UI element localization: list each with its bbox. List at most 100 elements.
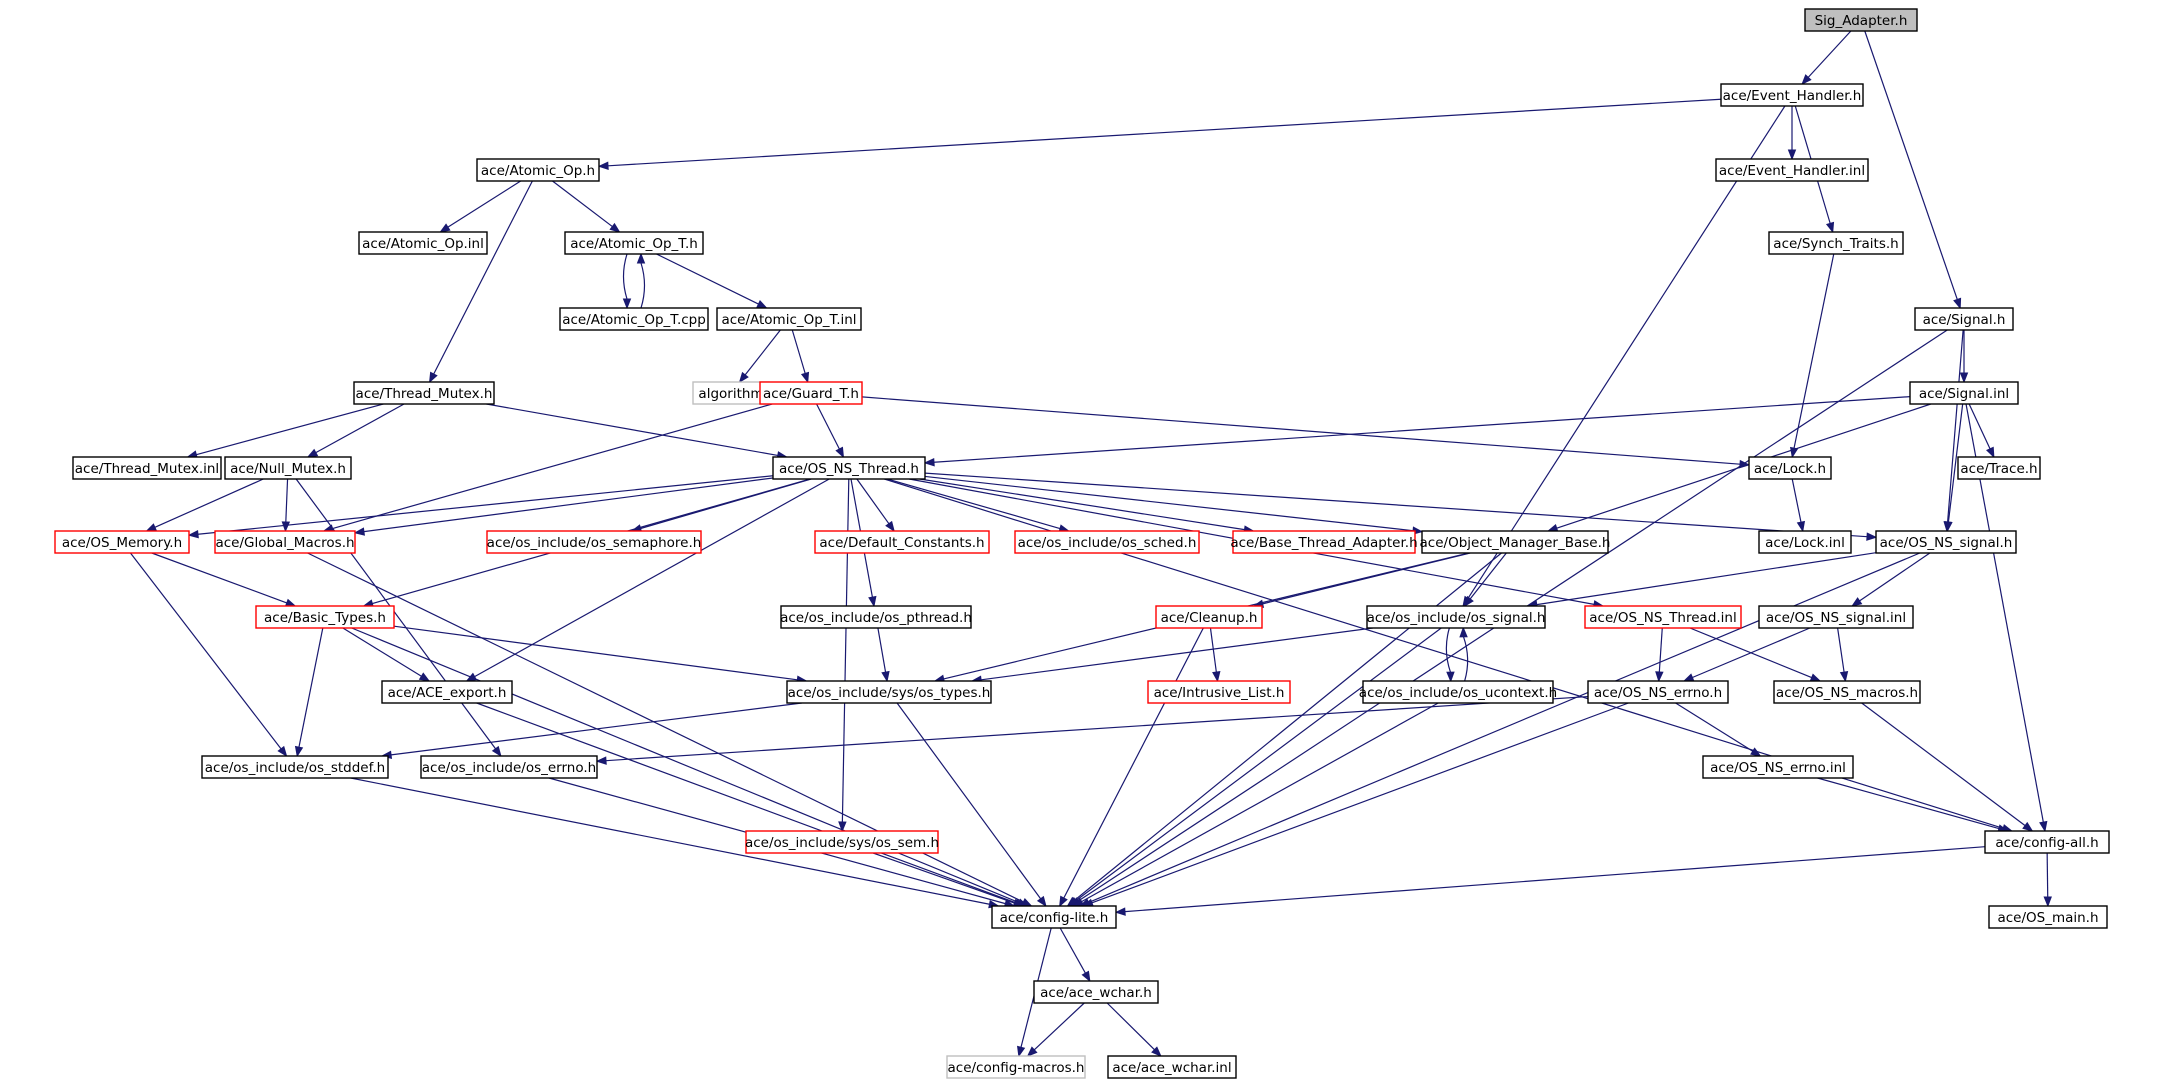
- arrowhead-os_ns_thread_h-to-os_sem: [838, 821, 847, 833]
- node-os_ns_macros[interactable]: ace/OS_NS_macros.h: [1773, 680, 1921, 704]
- edge-null_mutex-to-global_macros: [285, 478, 289, 523]
- node-label: ace/Default_Constants.h: [819, 535, 984, 551]
- node-os_sched[interactable]: ace/os_include/os_sched.h: [1014, 530, 1200, 554]
- node-sig_adapter[interactable]: Sig_Adapter.h: [1804, 8, 1918, 32]
- node-atomic_op_t_cpp[interactable]: ace/Atomic_Op_T.cpp: [559, 307, 709, 331]
- edge-os_ns_thread_h-to-base_thread_adapter: [919, 478, 1245, 531]
- node-atomic_op_inl[interactable]: ace/Atomic_Op.inl: [358, 231, 488, 255]
- edge-os_signal-to-os_ucontext: [1445, 628, 1452, 673]
- node-os_ns_errno_inl[interactable]: ace/OS_NS_errno.inl: [1702, 755, 1854, 779]
- node-os_ns_thread_inl[interactable]: ace/OS_NS_Thread.inl: [1584, 605, 1742, 629]
- node-box: [255, 605, 395, 629]
- node-label: ace/config-macros.h: [948, 1060, 1085, 1076]
- node-box: [201, 755, 389, 779]
- node-box: [759, 381, 863, 405]
- node-label: ace/config-lite.h: [1000, 910, 1109, 926]
- node-label: ace/Synch_Traits.h: [1773, 236, 1898, 252]
- edge-os_signal-to-config_lite: [1075, 627, 1442, 902]
- arrowhead-config_all-to-os_main: [2043, 896, 2052, 908]
- node-os_ns_signal_inl[interactable]: ace/OS_NS_signal.inl: [1758, 605, 1914, 629]
- node-label: ace/os_include/os_pthread.h: [780, 610, 972, 626]
- node-base_thread_adapter[interactable]: ace/Base_Thread_Adapter.h: [1230, 530, 1418, 554]
- node-null_mutex[interactable]: ace/Null_Mutex.h: [224, 456, 352, 480]
- node-thread_mutex_inl[interactable]: ace/Thread_Mutex.inl: [72, 456, 222, 480]
- node-label: ace/Event_Handler.h: [1723, 88, 1862, 104]
- node-cleanup_h[interactable]: ace/Cleanup.h: [1155, 605, 1263, 629]
- node-config_macros[interactable]: ace/config-macros.h: [946, 1055, 1086, 1079]
- node-box: [1155, 605, 1263, 629]
- node-box: [214, 530, 356, 554]
- edge-os_types-to-os_stddef: [390, 702, 802, 756]
- node-label: ace/Thread_Mutex.inl: [75, 461, 219, 477]
- edge-atomic_op_h-to-thread_mutex_h: [433, 180, 533, 375]
- node-os_main[interactable]: ace/OS_main.h: [1988, 905, 2108, 929]
- node-label: ace/os_include/os_semaphore.h: [487, 535, 702, 551]
- node-synch_traits[interactable]: ace/Synch_Traits.h: [1768, 231, 1904, 255]
- node-os_ns_thread_h[interactable]: ace/OS_NS_Thread.h: [772, 456, 926, 480]
- node-trace_h[interactable]: ace/Trace.h: [1957, 456, 2041, 480]
- node-os_sem[interactable]: ace/os_include/sys/os_sem.h: [745, 830, 939, 854]
- node-config_lite[interactable]: ace/config-lite.h: [991, 905, 1117, 929]
- edge-os_ucontext-to-os_signal: [1462, 636, 1469, 681]
- edge-ace_wchar_h-to-config_macros: [1033, 1002, 1085, 1051]
- node-signal_inl[interactable]: ace/Signal.inl: [1909, 381, 2019, 405]
- node-config_all[interactable]: ace/config-all.h: [1984, 830, 2110, 854]
- node-ace_export[interactable]: ace/ACE_export.h: [381, 680, 513, 704]
- node-label: ace/Null_Mutex.h: [230, 461, 346, 477]
- node-algorithm[interactable]: algorithm: [692, 381, 770, 405]
- edge-event_handler_h-to-atomic_op_h: [607, 98, 1722, 167]
- arrowhead-atomic_op_t_h-to-atomic_op_t_inl: [756, 300, 768, 309]
- node-intrusive_list[interactable]: ace/Intrusive_List.h: [1147, 680, 1291, 704]
- edge-thread_mutex_h-to-null_mutex: [315, 403, 405, 454]
- node-os_types[interactable]: ace/os_include/sys/os_types.h: [786, 680, 992, 704]
- node-label: ace/OS_NS_macros.h: [1776, 685, 1918, 701]
- node-object_manager_base[interactable]: ace/Object_Manager_Base.h: [1420, 530, 1611, 554]
- edge-os_ns_thread_h-to-os_sched: [887, 478, 1061, 530]
- edge-os_memory-to-os_stddef: [129, 552, 282, 750]
- arrowhead-signal_inl-to-config_all: [2039, 820, 2048, 833]
- arrowhead-config_lite-to-ace_wchar_h: [1081, 970, 1091, 983]
- edge-os_stddef-to-config_lite: [350, 777, 990, 905]
- node-signal_h[interactable]: ace/Signal.h: [1914, 307, 2014, 331]
- node-thread_mutex_h[interactable]: ace/Thread_Mutex.h: [353, 381, 495, 405]
- edge-signal_inl-to-os_ns_thread_h: [933, 396, 1911, 463]
- node-box: [1702, 755, 1854, 779]
- node-atomic_op_t_inl[interactable]: ace/Atomic_Op_T.inl: [716, 307, 862, 331]
- node-box: [1758, 530, 1852, 554]
- node-event_handler_h[interactable]: ace/Event_Handler.h: [1720, 83, 1864, 107]
- node-atomic_op_h[interactable]: ace/Atomic_Op.h: [476, 158, 600, 182]
- edge-guard_t-to-lock_h: [861, 396, 1741, 465]
- node-label: ace/Event_Handler.inl: [1719, 163, 1865, 179]
- node-lock_h[interactable]: ace/Lock.h: [1748, 456, 1832, 480]
- node-os_ucontext[interactable]: ace/os_include/os_ucontext.h: [1359, 680, 1557, 704]
- node-box: [716, 307, 862, 331]
- node-default_constants[interactable]: ace/Default_Constants.h: [814, 530, 990, 554]
- node-os_semaphore[interactable]: ace/os_include/os_semaphore.h: [486, 530, 702, 554]
- node-ace_wchar_inl[interactable]: ace/ace_wchar.inl: [1107, 1055, 1237, 1079]
- node-label: ace/Thread_Mutex.h: [356, 386, 493, 402]
- edge-atomic_op_t_inl-to-algorithm: [744, 329, 781, 376]
- node-os_stddef[interactable]: ace/os_include/os_stddef.h: [201, 755, 389, 779]
- node-box: [1804, 8, 1918, 32]
- node-os_pthread[interactable]: ace/os_include/os_pthread.h: [780, 605, 972, 629]
- node-lock_inl[interactable]: ace/Lock.inl: [1758, 530, 1852, 554]
- edge-ace_export-to-config_lite: [476, 702, 1017, 904]
- node-label: ace/Base_Thread_Adapter.h: [1230, 535, 1417, 551]
- node-global_macros[interactable]: ace/Global_Macros.h: [214, 530, 356, 554]
- arrowhead-config_all-to-config_lite: [1114, 907, 1126, 916]
- node-os_ns_errno_h[interactable]: ace/OS_NS_errno.h: [1587, 680, 1729, 704]
- arrowhead-signal_h-to-signal_inl: [1959, 372, 1969, 384]
- node-basic_types[interactable]: ace/Basic_Types.h: [255, 605, 395, 629]
- node-guard_t[interactable]: ace/Guard_T.h: [759, 381, 863, 405]
- edge-atomic_op_t_cpp-to-atomic_op_t_h: [640, 262, 646, 309]
- node-os_ns_signal_h[interactable]: ace/OS_NS_signal.h: [1875, 530, 2017, 554]
- node-os_errno[interactable]: ace/os_include/os_errno.h: [420, 755, 598, 779]
- node-os_memory[interactable]: ace/OS_Memory.h: [54, 530, 190, 554]
- node-atomic_op_t_h[interactable]: ace/Atomic_Op_T.h: [564, 231, 704, 255]
- arrowhead-cleanup_h-to-config_lite: [1059, 895, 1068, 908]
- node-event_handler_inl[interactable]: ace/Event_Handler.inl: [1715, 158, 1869, 182]
- node-box: [1033, 980, 1159, 1004]
- node-label: ace/OS_NS_Thread.h: [779, 461, 919, 477]
- node-os_signal[interactable]: ace/os_include/os_signal.h: [1366, 605, 1546, 629]
- node-ace_wchar_h[interactable]: ace/ace_wchar.h: [1033, 980, 1159, 1004]
